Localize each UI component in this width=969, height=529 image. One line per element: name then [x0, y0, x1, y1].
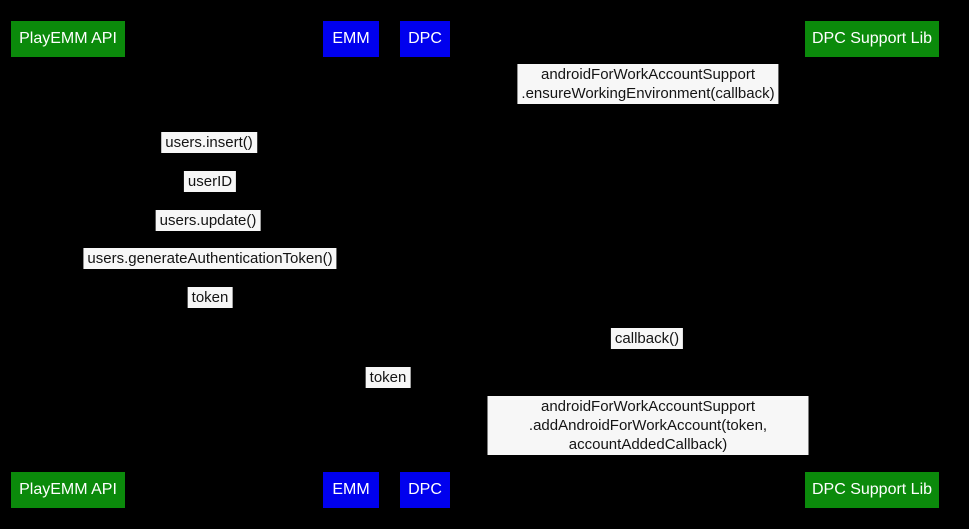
message-users-generate-authentication-token: users.generateAuthenticationToken() — [83, 248, 337, 269]
message-add-android-for-work-account: androidForWorkAccountSupport .addAndroid… — [487, 396, 809, 455]
message-token-to-dpc: token — [365, 367, 411, 388]
actor-bottom-dpc-support-lib: DPC Support Lib — [805, 472, 939, 508]
message-callback: callback() — [610, 328, 684, 349]
actor-top-emm: EMM — [323, 21, 379, 57]
actor-bottom-playemm-api: PlayEMM API — [11, 472, 125, 508]
message-token-to-emm: token — [187, 287, 233, 308]
actor-top-dpc: DPC — [400, 21, 450, 57]
actor-bottom-emm: EMM — [323, 472, 379, 508]
actor-top-playemm-api: PlayEMM API — [11, 21, 125, 57]
message-users-insert: users.insert() — [161, 132, 257, 153]
actor-top-dpc-support-lib: DPC Support Lib — [805, 21, 939, 57]
message-ensure-working-environment: androidForWorkAccountSupport .ensureWork… — [517, 64, 779, 104]
actor-bottom-dpc: DPC — [400, 472, 450, 508]
message-users-update: users.update() — [155, 210, 261, 231]
message-user-id: userID — [183, 171, 237, 192]
